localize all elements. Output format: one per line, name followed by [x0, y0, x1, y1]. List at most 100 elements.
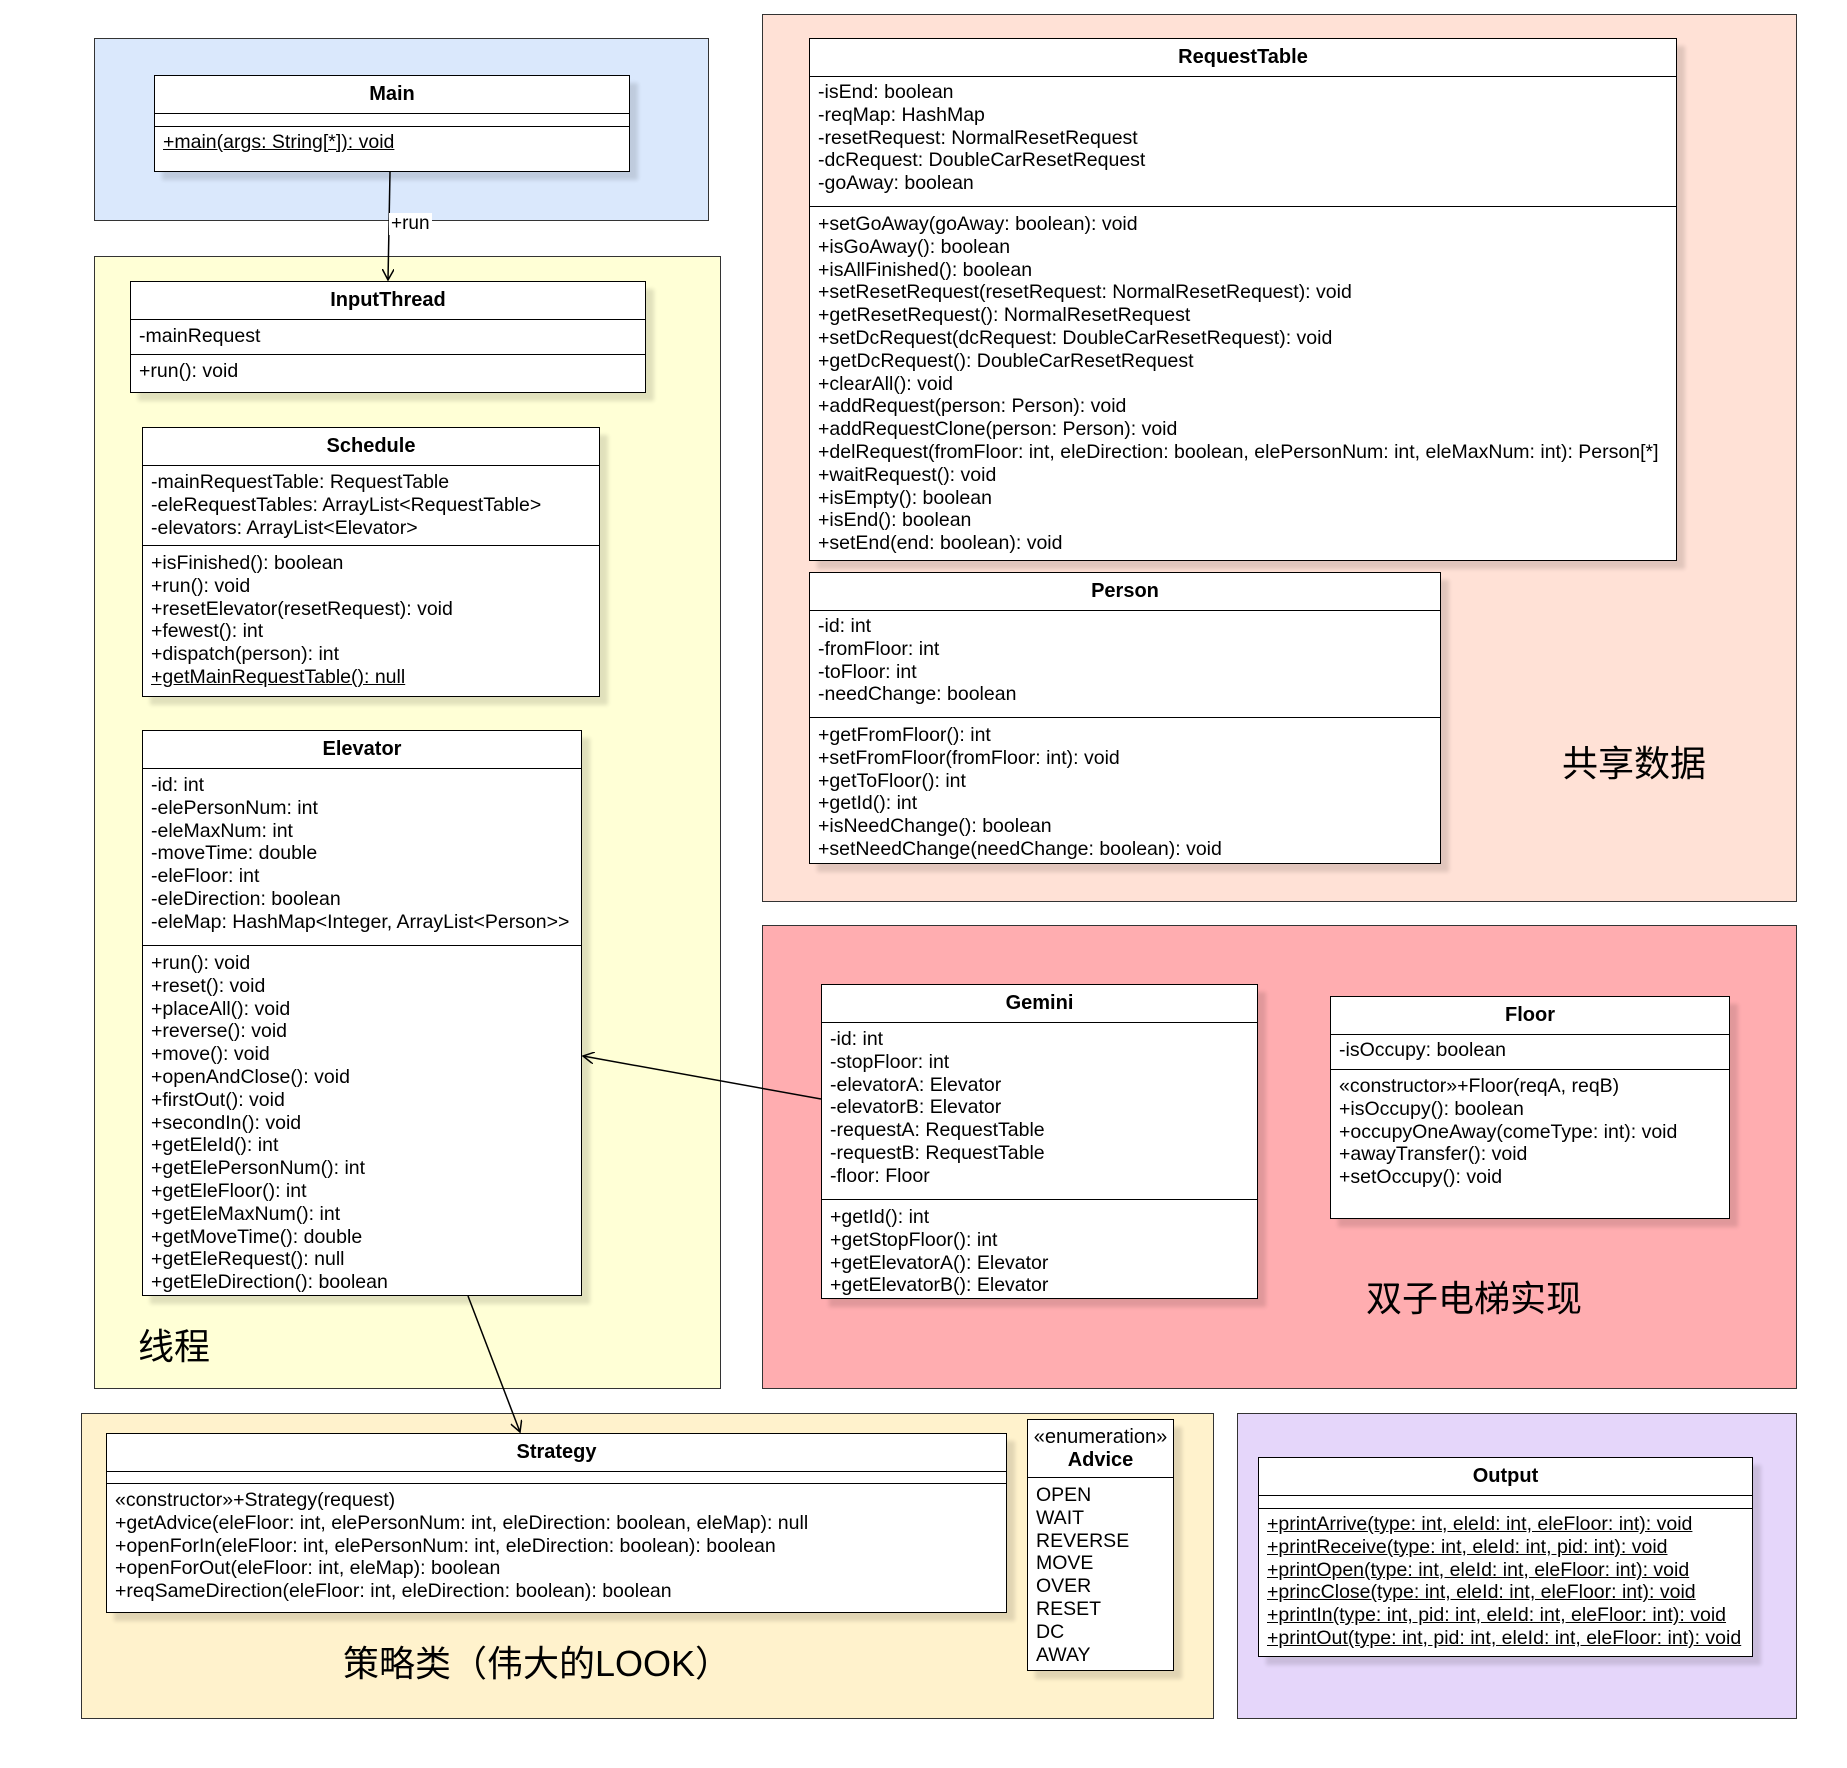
- method: +secondIn(): void: [151, 1111, 302, 1134]
- class-name: RequestTable: [810, 39, 1676, 77]
- attribute: -eleFloor: int: [151, 865, 260, 888]
- methods-section: «constructor»+Strategy(request)+getAdvic…: [107, 1484, 1006, 1609]
- method: +getElevatorB(): Elevator: [830, 1274, 1049, 1297]
- attribute: -eleMap: HashMap<Integer, ArrayList<Pers…: [151, 910, 570, 933]
- method: +princClose(type: int, eleId: int, eleFl…: [1267, 1581, 1696, 1604]
- attributes-section: [155, 114, 629, 127]
- enum-header: «enumeration» Advice: [1028, 1420, 1173, 1478]
- class-request-table[interactable]: RequestTable -isEnd: boolean-reqMap: Has…: [809, 38, 1677, 561]
- class-schedule[interactable]: Schedule -mainRequestTable: RequestTable…: [142, 427, 600, 697]
- package-label-gemini: 双子电梯实现: [1366, 1278, 1583, 1319]
- attribute: -elePersonNum: int: [151, 796, 318, 819]
- method: +getElePersonNum(): int: [151, 1157, 366, 1180]
- enum-literal: OPEN: [1036, 1484, 1092, 1506]
- methods-section: +getId(): int+getStopFloor(): int+getEle…: [822, 1200, 1257, 1303]
- attribute: -elevators: ArrayList<Elevator>: [151, 516, 418, 539]
- attribute: -isEnd: boolean: [818, 81, 954, 103]
- class-name: Person: [810, 573, 1440, 611]
- attribute: -reqMap: HashMap: [818, 103, 985, 126]
- methods-section: +getFromFloor(): int+setFromFloor(fromFl…: [810, 718, 1440, 867]
- attributes-section: [107, 1472, 1006, 1484]
- package-label-thread: 线程: [138, 1326, 211, 1367]
- enum-literal: REVERSE: [1036, 1529, 1130, 1552]
- method: +reqSameDirection(eleFloor: int, eleDire…: [115, 1580, 672, 1603]
- attribute: -floor: Floor: [830, 1164, 930, 1187]
- method: +addRequest(person: Person): void: [818, 395, 1127, 418]
- method: +setOccupy(): void: [1339, 1166, 1503, 1189]
- attribute: -needChange: boolean: [818, 683, 1017, 706]
- method: +getEleRequest(): null: [151, 1248, 345, 1271]
- methods-section: +printArrive(type: int, eleId: int, eleF…: [1259, 1509, 1752, 1656]
- methods-section: +run(): void+reset(): void+placeAll(): v…: [143, 946, 581, 1300]
- attributes-section: -isEnd: boolean-reqMap: HashMap-resetReq…: [810, 77, 1676, 207]
- method: +fewest(): int: [151, 620, 264, 643]
- attribute: -eleDirection: boolean: [151, 887, 341, 910]
- method: +waitRequest(): void: [818, 463, 997, 486]
- class-name: Strategy: [107, 1434, 1006, 1472]
- method: +getStopFloor(): int: [830, 1228, 998, 1251]
- attributes-section: -isOccupy: boolean: [1331, 1035, 1729, 1070]
- method: +printArrive(type: int, eleId: int, eleF…: [1267, 1513, 1693, 1535]
- class-gemini[interactable]: Gemini -id: int-stopFloor: int-elevatorA…: [821, 984, 1258, 1299]
- class-name: Floor: [1331, 997, 1729, 1035]
- attribute: -resetRequest: NormalResetRequest: [818, 126, 1138, 149]
- method: +isGoAway(): boolean: [818, 235, 1011, 258]
- class-elevator[interactable]: Elevator -id: int-elePersonNum: int-eleM…: [142, 730, 582, 1296]
- class-strategy[interactable]: Strategy «constructor»+Strategy(request)…: [106, 1433, 1007, 1613]
- attributes-section: -mainRequest: [131, 320, 645, 355]
- attribute: -stopFloor: int: [830, 1050, 950, 1073]
- method: +getDcRequest(): DoubleCarResetRequest: [818, 349, 1194, 372]
- methods-section: +main(args: String[*]): void: [155, 127, 629, 160]
- method: +printOpen(type: int, eleId: int, eleFlo…: [1267, 1558, 1690, 1581]
- method: +addRequestClone(person: Person): void: [818, 418, 1178, 441]
- method: +getEleId(): int: [151, 1134, 279, 1157]
- enum-literal: MOVE: [1036, 1552, 1094, 1575]
- method: +getId(): int: [818, 792, 918, 815]
- enum-stereotype: «enumeration»: [1033, 1426, 1168, 1448]
- class-main[interactable]: Main +main(args: String[*]): void: [154, 75, 630, 172]
- attribute: -requestA: RequestTable: [830, 1119, 1045, 1142]
- class-floor[interactable]: Floor -isOccupy: boolean «constructor»+F…: [1330, 996, 1730, 1219]
- method: +isOccupy(): boolean: [1339, 1097, 1524, 1120]
- enum-literal: WAIT: [1036, 1506, 1085, 1529]
- method: +openForIn(eleFloor: int, elePersonNum: …: [115, 1534, 776, 1557]
- enum-literal: RESET: [1036, 1597, 1102, 1620]
- attribute: -isOccupy: boolean: [1339, 1039, 1506, 1061]
- method: +getToFloor(): int: [818, 769, 966, 792]
- attribute: -goAway: boolean: [818, 172, 974, 195]
- method: +run(): void: [139, 360, 239, 382]
- attribute: -eleMaxNum: int: [151, 819, 293, 842]
- method: +getResetRequest(): NormalResetRequest: [818, 304, 1191, 327]
- package-label-strategy: 策略类（伟大的LOOK）: [343, 1643, 732, 1684]
- attribute: -mainRequestTable: RequestTable: [151, 471, 450, 493]
- method: +getId(): int: [830, 1206, 930, 1228]
- method: +getEleDirection(): boolean: [151, 1271, 388, 1294]
- method: +setEnd(end: boolean): void: [818, 532, 1063, 555]
- class-output[interactable]: Output +printArrive(type: int, eleId: in…: [1258, 1457, 1753, 1657]
- method: +firstOut(): void: [151, 1088, 285, 1111]
- method: +clearAll(): void: [818, 372, 953, 395]
- attributes-section: -id: int-stopFloor: int-elevatorA: Eleva…: [822, 1023, 1257, 1200]
- method: +run(): void: [151, 952, 251, 974]
- attribute: -id: int: [818, 615, 872, 637]
- attribute: -fromFloor: int: [818, 637, 940, 660]
- method: +setGoAway(goAway: boolean): void: [818, 213, 1138, 235]
- method: +getMainRequestTable(): null: [151, 665, 406, 688]
- method: +setFromFloor(fromFloor: int): void: [818, 746, 1120, 769]
- method: +getMoveTime(): double: [151, 1225, 363, 1248]
- method: +getElevatorA(): Elevator: [830, 1251, 1049, 1274]
- relation-elevator-strategy: [467, 1295, 520, 1432]
- class-person[interactable]: Person -id: int-fromFloor: int-toFloor: …: [809, 572, 1441, 864]
- attribute: -dcRequest: DoubleCarResetRequest: [818, 149, 1146, 172]
- attributes-section: -id: int-elePersonNum: int-eleMaxNum: in…: [143, 769, 581, 946]
- attribute: -requestB: RequestTable: [830, 1141, 1045, 1164]
- relation-label-run: +run: [389, 213, 432, 235]
- method: +getEleMaxNum(): int: [151, 1202, 341, 1225]
- attribute: -toFloor: int: [818, 660, 917, 683]
- class-input-thread[interactable]: InputThread -mainRequest +run(): void: [130, 281, 646, 393]
- method: +setResetRequest(resetRequest: NormalRes…: [818, 281, 1352, 304]
- attributes-section: [1259, 1496, 1752, 1509]
- attribute: -eleRequestTables: ArrayList<RequestTabl…: [151, 493, 542, 516]
